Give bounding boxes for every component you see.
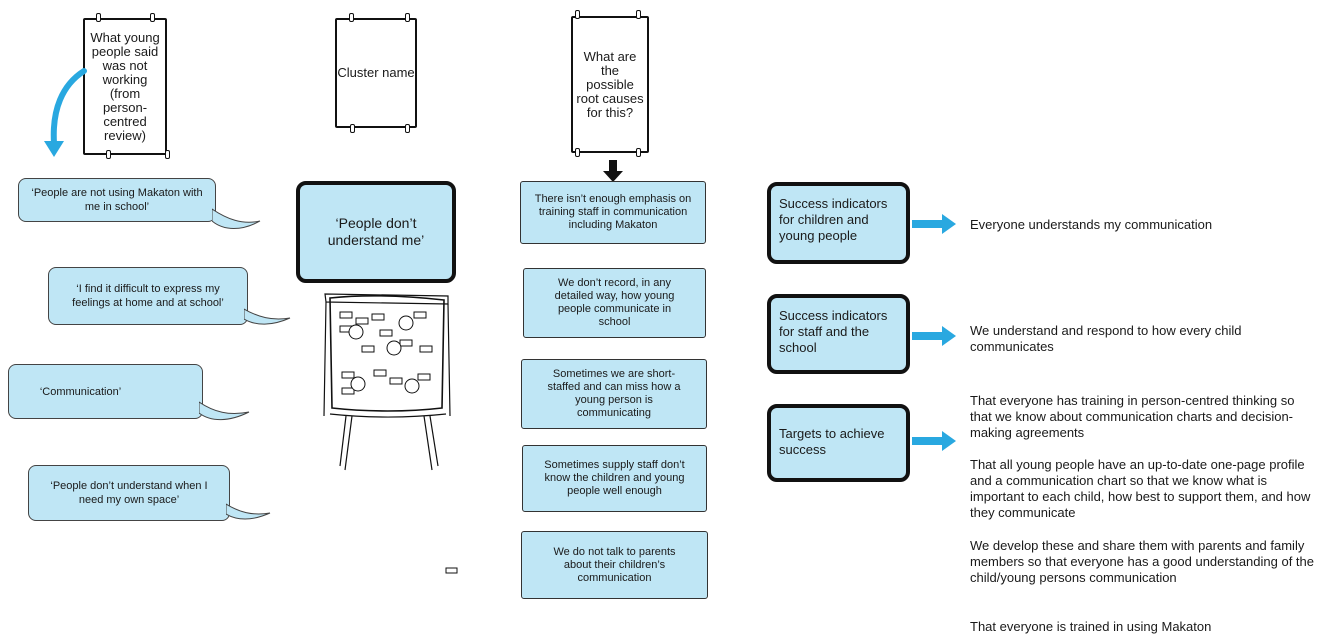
quote-bubble: ‘People are not using Makaton with me in… bbox=[18, 178, 216, 222]
pin-icon bbox=[575, 10, 580, 19]
root-cause-box: There isn’t enough emphasis on training … bbox=[520, 181, 706, 244]
quote-text: ‘People are not using Makaton with me in… bbox=[31, 187, 203, 213]
pin-icon bbox=[636, 10, 641, 19]
indicator-targets-label: Targets to achieve success bbox=[779, 426, 885, 457]
indicator-box-children: Success indicators for children and youn… bbox=[767, 182, 910, 264]
target-item: That everyone is trained in using Makato… bbox=[970, 619, 1212, 634]
curved-arrow-icon bbox=[44, 68, 87, 157]
pin-icon bbox=[106, 150, 111, 159]
header-young-people-said: What young people said was not working (… bbox=[83, 18, 167, 155]
target-item: That all young people have an up-to-date… bbox=[970, 457, 1311, 520]
cluster-box: ‘People don’t understand me’ bbox=[296, 181, 456, 283]
quote-bubble: ‘Communication’ bbox=[8, 364, 203, 419]
root-cause-text: We don’t record, in any detailed way, ho… bbox=[554, 277, 675, 328]
header-root-causes: What are the possible root causes for th… bbox=[571, 16, 649, 153]
bubble-tail-icon bbox=[212, 208, 261, 229]
root-cause-box: Sometimes supply staff don’t know the ch… bbox=[522, 445, 707, 512]
right-arrow-icon bbox=[912, 214, 956, 234]
down-arrow-icon bbox=[603, 160, 623, 182]
root-cause-text: Sometimes supply staff don’t know the ch… bbox=[544, 459, 685, 497]
header-cluster-name: Cluster name bbox=[335, 18, 417, 128]
outcome-staff: We understand and respond to how every c… bbox=[970, 323, 1242, 354]
quote-bubble: ‘People don’t understand when I need my … bbox=[28, 465, 230, 521]
indicator-children-label: Success indicators for children and youn… bbox=[779, 196, 888, 243]
root-cause-text: Sometimes we are short-staffed and can m… bbox=[547, 368, 681, 419]
target-item: We develop these and share them with par… bbox=[970, 538, 1314, 585]
header-cluster-name-text: Cluster name bbox=[337, 65, 415, 80]
target-item: That everyone has training in person-cen… bbox=[970, 393, 1295, 440]
pin-icon bbox=[405, 124, 410, 133]
cluster-text: ‘People don’t understand me’ bbox=[327, 215, 425, 248]
quote-text: ‘I find it difficult to express my feeli… bbox=[72, 283, 224, 309]
root-cause-text: We do not talk to parents about their ch… bbox=[553, 545, 676, 584]
flipchart-icon bbox=[323, 293, 451, 471]
quote-text: ‘People don’t understand when I need my … bbox=[50, 480, 208, 506]
pin-icon bbox=[405, 13, 410, 22]
pin-icon bbox=[349, 13, 354, 22]
pin-icon bbox=[150, 13, 155, 22]
header-root-causes-text: What are the possible root causes for th… bbox=[576, 48, 644, 120]
root-cause-box: We don’t record, in any detailed way, ho… bbox=[523, 268, 706, 338]
indicator-box-targets: Targets to achieve success bbox=[767, 404, 910, 482]
header-young-people-said-text: What young people said was not working (… bbox=[90, 29, 160, 143]
pin-icon bbox=[96, 13, 101, 22]
root-cause-box: We do not talk to parents about their ch… bbox=[521, 531, 708, 599]
indicator-staff-label: Success indicators for staff and the sch… bbox=[779, 308, 888, 355]
pin-icon bbox=[165, 150, 170, 159]
indicator-box-staff: Success indicators for staff and the sch… bbox=[767, 294, 910, 374]
right-arrow-icon bbox=[912, 431, 956, 451]
bubble-tail-icon bbox=[199, 401, 250, 421]
small-marker-icon bbox=[445, 567, 458, 574]
root-cause-box: Sometimes we are short-staffed and can m… bbox=[521, 359, 707, 429]
bubble-tail-icon bbox=[226, 503, 271, 520]
quote-bubble: ‘I find it difficult to express my feeli… bbox=[48, 267, 248, 325]
outcome-children: Everyone understands my communication bbox=[970, 217, 1213, 232]
root-cause-text: There isn’t enough emphasis on training … bbox=[534, 193, 692, 231]
bubble-tail-icon bbox=[244, 308, 291, 325]
right-arrow-icon bbox=[912, 326, 956, 346]
pin-icon bbox=[575, 148, 580, 157]
quote-text: ‘Communication’ bbox=[39, 385, 122, 398]
pin-icon bbox=[350, 124, 355, 133]
pin-icon bbox=[636, 148, 641, 157]
